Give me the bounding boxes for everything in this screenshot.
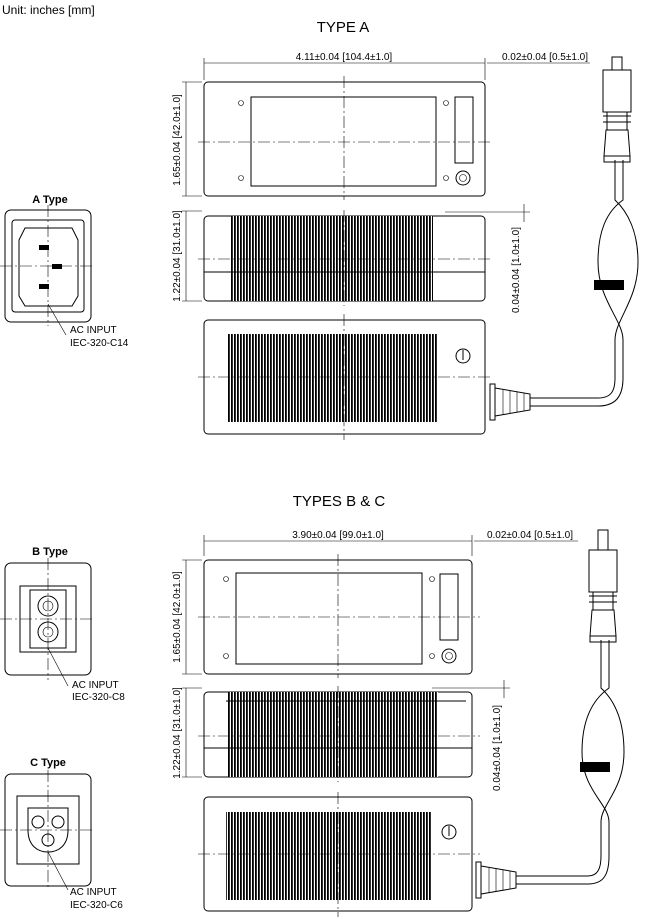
inlet-c: C Type AC INPUT IEC-320-C6 [0,757,123,911]
type-a-length-dim: 4.11±0.04 [104.4±1.0] [296,52,393,63]
inlet-b-title: B Type [32,546,68,558]
inlet-c-line2: IEC-320-C6 [70,900,123,911]
inlet-a-title: A Type [32,194,67,206]
type-a-foot-dim: 0.04±0.04 [1.0±1.0] [511,227,522,313]
inlet-a-line1: AC INPUT [70,325,117,336]
type-a-height-dim: 1.22±0.04 [31.0±1.0] [172,210,183,302]
inlet-b-line2: IEC-320-C8 [72,692,125,703]
unit-note: Unit: inches [mm] [2,3,95,17]
type-a-width-dim: 1.65±0.04 [42.0±1.0] [172,94,183,186]
type-a-offset-dim: 0.02±0.04 [0.5±1.0] [502,52,588,63]
type-bc-section: TYPES B & C 3.90±0.04 [99.0±1.0] 0.02±0.… [172,493,625,917]
type-bc-side-view [198,686,510,782]
type-bc-top-view [198,554,480,678]
inlet-a-line2: IEC-320-C14 [70,338,129,349]
inlet-a: A Type AC INPUT IEC-320-C14 [0,194,129,349]
type-a-top-view [198,76,492,200]
inlet-c-line1: AC INPUT [70,887,117,898]
inlet-c-title: C Type [30,757,66,769]
type-a-section: TYPE A 4.11±0.04 [104.4±1.0] 0.02±0.04 [… [172,19,639,440]
type-bc-width-dim: 1.65±0.04 [42.0±1.0] [172,571,183,663]
inlet-b-line1: AC INPUT [72,680,119,691]
type-bc-bottom-view [198,792,480,917]
type-bc-cable [475,529,625,899]
type-bc-offset-dim: 0.02±0.04 [0.5±1.0] [487,530,573,541]
type-a-side-view [198,210,530,306]
type-bc-foot-dim: 0.04±0.04 [1.0±1.0] [492,705,503,791]
type-bc-title: TYPES B & C [293,493,386,510]
type-bc-length-dim: 3.90±0.04 [99.0±1.0] [292,530,384,541]
type-bc-height-dim: 1.22±0.04 [31.0±1.0] [172,687,183,779]
type-a-bottom-view [198,314,492,440]
type-a-title: TYPE A [317,19,370,36]
inlet-b: B Type AC INPUT IEC-320-C8 [0,546,125,703]
type-a-cable [489,56,639,421]
